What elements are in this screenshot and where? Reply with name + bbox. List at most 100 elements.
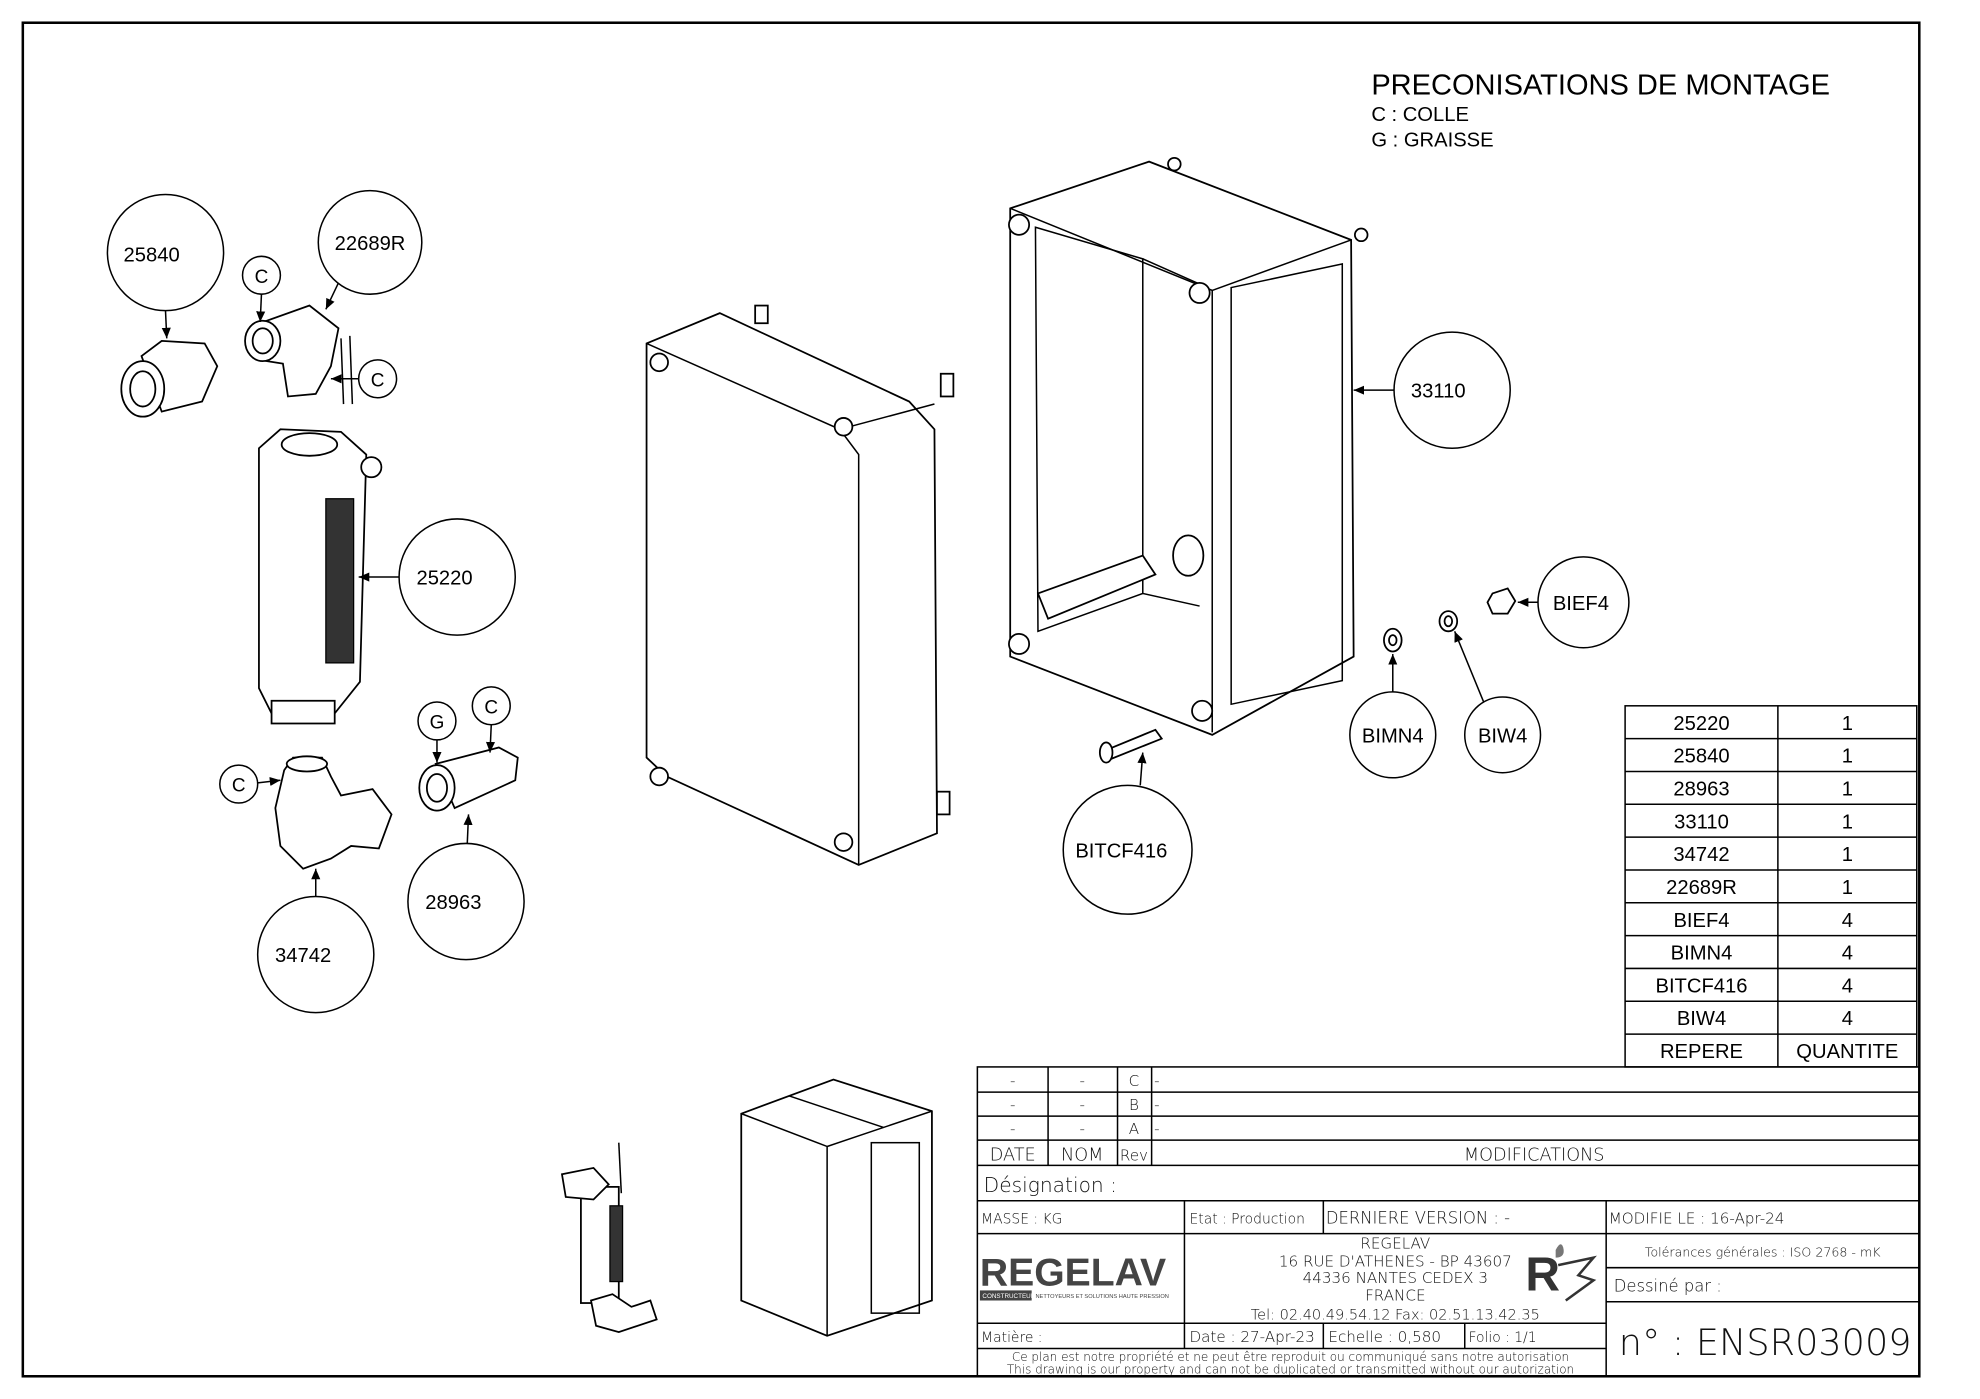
- company-address: REGELAV 16 RUE D'ATHENES - BP 43607 4433…: [1251, 1235, 1540, 1324]
- balloon-33110: 33110: [1353, 331, 1511, 449]
- mounting-notes: PRECONISATIONS DE MONTAGE C : COLLE G : …: [1371, 70, 1830, 152]
- balloon-label: C: [255, 267, 269, 288]
- company-address1: 16 RUE D'ATHENES - BP 43607: [1279, 1252, 1512, 1270]
- bom-repere: 34742: [1673, 844, 1729, 866]
- company-address2: 44336 NANTES CEDEX 3: [1303, 1269, 1488, 1287]
- rev-header-date: DATE: [990, 1145, 1036, 1165]
- svg-text:R: R: [1525, 1248, 1560, 1301]
- rev-header-modifications: MODIFICATIONS: [1464, 1145, 1605, 1165]
- logo-text: REGELAV: [980, 1251, 1166, 1294]
- bom-header-repere: REPERE: [1660, 1041, 1743, 1063]
- regelav-r-logo-icon: R: [1525, 1244, 1597, 1302]
- balloon-BIW4: BIW4: [1453, 631, 1542, 774]
- part-22689R-elbow: [244, 304, 354, 405]
- bom-repere: 33110: [1674, 811, 1729, 833]
- bom-quantite: 4: [1842, 975, 1853, 997]
- rev-header-rev: Rev: [1120, 1146, 1148, 1164]
- bom-header-quantite: QUANTITE: [1796, 1041, 1898, 1063]
- dessine-par-field: Dessiné par :: [1614, 1277, 1722, 1296]
- drawing-number: n° : ENSR03009: [1619, 1321, 1912, 1364]
- etat-field: Etat : Production: [1189, 1211, 1304, 1227]
- bom-repere: BITCF416: [1655, 975, 1747, 997]
- modifie-le-field: MODIFIE LE : 16-Apr-24: [1609, 1209, 1785, 1227]
- balloon-label: BITCF416: [1075, 840, 1167, 862]
- bom-quantite: 1: [1842, 811, 1853, 833]
- bom-quantite: 1: [1842, 778, 1853, 800]
- part-screw-BITCF416: [1098, 728, 1164, 764]
- balloon-label: BIEF4: [1553, 593, 1609, 615]
- rev-date: -: [1010, 1120, 1015, 1138]
- assembly-thumbnail: [560, 1078, 933, 1337]
- balloon-label: 22689R: [335, 233, 406, 255]
- rev-letter: B: [1129, 1096, 1139, 1114]
- balloon-colle: C: [471, 686, 511, 753]
- balloon-colle: C: [219, 764, 281, 804]
- date-field: Date : 27-Apr-23: [1189, 1328, 1314, 1346]
- part-33110-box: [1008, 156, 1369, 736]
- balloon-label: 34742: [275, 945, 331, 967]
- company-phone: Tel: 02.40.49.54.12 Fax: 02.51.13.42.35: [1251, 1307, 1540, 1323]
- disclaimer-en: This drawing is our property and can not…: [1007, 1363, 1574, 1377]
- title-block: - - C - - - B - - - A - DATE NOM Rev MOD…: [976, 1066, 1921, 1378]
- balloon-label: 33110: [1411, 381, 1466, 403]
- company-name: REGELAV: [1360, 1235, 1430, 1253]
- balloon-label: BIMN4: [1362, 725, 1424, 747]
- matiere-field: Matière :: [981, 1330, 1042, 1346]
- sheet-border: [21, 21, 1921, 1378]
- balloon-22689R: 22689R: [317, 189, 423, 310]
- balloon-label: 25840: [124, 244, 180, 266]
- balloon-colle: C: [330, 359, 398, 399]
- balloon-25220: 25220: [358, 518, 517, 636]
- bom-repere: 28963: [1673, 778, 1729, 800]
- bom-repere: BIW4: [1677, 1008, 1726, 1030]
- folio-field: Folio : 1/1: [1469, 1330, 1537, 1346]
- bom-quantite: 1: [1842, 713, 1853, 735]
- balloon-label: BIW4: [1478, 725, 1527, 747]
- notes-title: PRECONISATIONS DE MONTAGE: [1371, 70, 1830, 102]
- bom-repere: 25840: [1673, 746, 1729, 768]
- part-34742-elbow: [274, 755, 393, 870]
- bom-quantite: 1: [1842, 844, 1853, 866]
- note-colle: C : COLLE: [1371, 104, 1469, 126]
- rev-nom: -: [1079, 1120, 1084, 1138]
- balloon-label: 25220: [416, 568, 472, 590]
- balloon-graisse: G: [417, 701, 457, 763]
- part-25220-filter: [258, 428, 383, 725]
- rev-mod: -: [1154, 1096, 1159, 1114]
- part-washers: [1383, 587, 1517, 653]
- echelle-field: Echelle : 0,580: [1328, 1328, 1441, 1346]
- rev-date: -: [1010, 1096, 1015, 1114]
- bom-quantite: 1: [1842, 877, 1853, 899]
- balloon-25840: 25840: [106, 193, 225, 339]
- balloons: 25840 22689R 25220 34742 28963 33110 BIT…: [106, 189, 1630, 1014]
- rev-mod: -: [1154, 1072, 1159, 1090]
- part-25840-nut: [120, 340, 219, 418]
- note-graisse: G : GRAISSE: [1371, 129, 1493, 151]
- balloon-label: C: [484, 697, 498, 718]
- regelav-logo: REGELAV CONSTRUCTEUR NETTOYEURS ET SOLUT…: [979, 1251, 1169, 1301]
- balloon-label: C: [232, 776, 246, 797]
- balloon-label: G: [430, 713, 445, 734]
- balloon-label: C: [371, 370, 385, 391]
- bom-quantite: 4: [1842, 943, 1853, 965]
- derniere-version-field: DERNIERE VERSION : -: [1326, 1208, 1510, 1227]
- bom-quantite: 1: [1842, 746, 1853, 768]
- bom-quantite: 4: [1842, 910, 1853, 932]
- bom-repere: 25220: [1673, 713, 1729, 735]
- balloon-34742: 34742: [256, 868, 375, 1014]
- part-lid: [645, 304, 955, 866]
- balloon-label: 28963: [425, 892, 481, 914]
- bom-quantite: 4: [1842, 1008, 1853, 1030]
- part-28963-fitting: [418, 746, 519, 812]
- rev-letter: C: [1129, 1072, 1140, 1090]
- designation-label: Désignation :: [984, 1173, 1117, 1197]
- bom-repere: BIEF4: [1673, 910, 1729, 932]
- logo-sub1: CONSTRUCTEUR: [982, 1293, 1035, 1300]
- balloon-BIEF4: BIEF4: [1517, 556, 1630, 649]
- rev-nom: -: [1079, 1096, 1084, 1114]
- rev-mod: -: [1154, 1120, 1159, 1138]
- tolerances-field: Tolérances générales : ISO 2768 - mK: [1645, 1244, 1881, 1259]
- rev-nom: -: [1079, 1072, 1084, 1090]
